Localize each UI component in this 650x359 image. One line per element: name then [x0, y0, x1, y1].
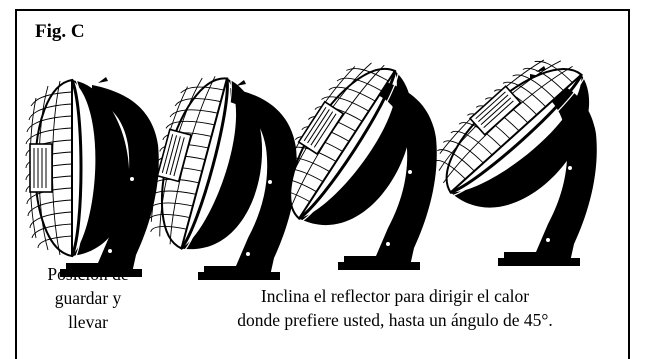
heater-tilt-15: [135, 65, 298, 281]
heater-tilt-30: [258, 44, 445, 271]
heater-tilt-45: [418, 38, 622, 267]
heater-storage-position: [24, 76, 160, 278]
storage-caption: Posición de guardar y llevar: [22, 262, 154, 334]
tilt-caption: Inclina el reflector para dirigir el cal…: [170, 284, 620, 332]
storage-caption-line: guardar y: [54, 288, 122, 308]
tilt-caption-line: Inclina el reflector para dirigir el cal…: [260, 286, 530, 306]
tilt-caption-line: donde prefiere usted, hasta un ángulo de…: [237, 310, 553, 330]
storage-caption-line: Posición de: [47, 264, 129, 284]
storage-caption-line: llevar: [68, 312, 108, 332]
figure-title: Fig. C: [35, 21, 85, 42]
figure-frame: [15, 9, 630, 359]
